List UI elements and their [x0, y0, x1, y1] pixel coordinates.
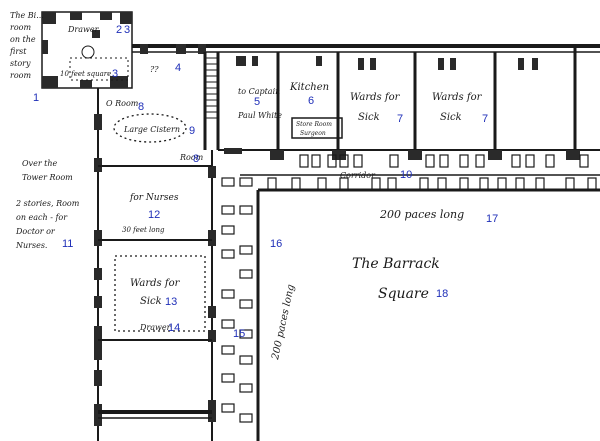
ref-number-10: 10: [400, 169, 412, 181]
cistern-outline: [113, 113, 187, 143]
ref-number-18: 18: [436, 288, 448, 300]
tower-note-line-1: The Bi...: [10, 11, 44, 20]
label-barrack: The Barrack: [352, 256, 440, 272]
label-o-room: O Room: [106, 99, 139, 108]
tower-note-line-2: room: [10, 23, 31, 32]
ref-number-3b: 3: [124, 24, 130, 36]
ref-number-8a: 8: [138, 101, 144, 113]
tower-text-line-5: Doctor or: [15, 227, 56, 236]
tower-text-line-1: Over the: [22, 159, 58, 168]
store-room-box: [291, 117, 343, 139]
label-ward-7a-line1: Wards for: [350, 92, 401, 103]
reference-numbers: 1 2 3 3 4 5 6 7 7 8 8 9 10 11 12 13 14 1…: [33, 24, 498, 340]
label-square: Square: [378, 286, 429, 302]
label-ward-7a-line2: Sick: [358, 112, 380, 123]
label-kitchen: Kitchen: [289, 82, 329, 93]
label-ward-7b-line1: Wards for: [432, 92, 483, 103]
ref-number-4: 4: [175, 62, 181, 74]
ward-13-outline: [114, 255, 206, 332]
corridor-beds: [221, 154, 600, 441]
ref-number-2: 2: [116, 24, 122, 36]
label-ward-7b-line2: Sick: [440, 112, 462, 123]
stair: [204, 57, 219, 119]
ref-number-14: 14: [168, 322, 180, 334]
ref-number-7b: 7: [482, 113, 488, 125]
tower-text-line-2: Tower Room: [22, 173, 73, 182]
ref-number-7a: 7: [397, 113, 403, 125]
left-wing: [69, 57, 216, 441]
label-room-small: Room: [179, 153, 204, 162]
label-ward-13-line2: Sick: [140, 296, 162, 307]
ref-number-12: 12: [148, 209, 160, 221]
label-feet-long: 30 feet long: [122, 226, 165, 234]
ref-number-9: 9: [189, 125, 195, 137]
ref-number-5: 5: [254, 96, 260, 108]
tower-text: Over the Tower Room 2 stories, Room on e…: [15, 159, 80, 250]
label-room-5-mid: Paul White: [237, 111, 282, 120]
label-ward-13-line1: Wards for: [130, 278, 181, 289]
ref-number-17: 17: [486, 213, 498, 225]
top-building-row: [132, 44, 600, 160]
tower-note-line-4: first: [9, 47, 27, 56]
ref-number-11: 11: [62, 238, 73, 250]
tower-text-line-6: Nurses.: [15, 241, 47, 250]
tower-note-line-6: room: [10, 71, 31, 80]
label-storeroom-2: Surgeon: [300, 130, 326, 137]
ref-number-3: 3: [112, 68, 118, 80]
tower-text-line-4: on each - for: [16, 213, 68, 222]
label-storeroom-1: Store Room: [296, 121, 332, 128]
tower-note-line-5: story: [10, 59, 31, 68]
label-room-4: ??: [150, 65, 159, 74]
label-paces-horizontal: 200 paces long: [379, 208, 464, 221]
label-feet-square: 10 feet square: [60, 70, 111, 78]
label-large-cistern: Large Cistern: [123, 125, 180, 134]
ref-number-16: 16: [270, 238, 282, 250]
ref-number-1: 1: [33, 92, 39, 104]
tower-text-line-3: 2 stories, Room: [15, 199, 80, 208]
label-drawer-top: Drawer: [67, 25, 100, 34]
label-corridor: Corridor: [340, 171, 376, 180]
label-drawer-14: Drawer: [139, 323, 172, 332]
tower-note-line-3: on the: [10, 35, 36, 44]
ref-number-8b: 8: [193, 153, 199, 165]
ref-number-6: 6: [308, 95, 314, 107]
label-nurses: for Nurses: [129, 193, 179, 203]
tower-structure: [41, 11, 133, 89]
label-paces-vertical: 200 paces long: [270, 283, 297, 361]
tower-note: The Bi... room on the first story room: [9, 11, 44, 80]
label-room-5-top: to Captain: [238, 87, 280, 96]
ref-number-15: 15: [233, 328, 245, 340]
ref-number-13: 13: [165, 296, 177, 308]
